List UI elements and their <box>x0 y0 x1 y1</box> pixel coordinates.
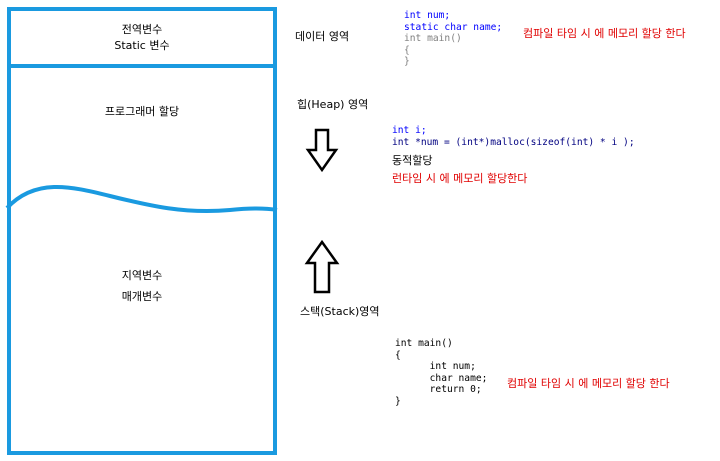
stack-region-label: 스택(Stack)영역 <box>300 305 380 318</box>
data-code-line: static char name; <box>404 21 503 33</box>
stack-code-line: int main() <box>395 338 453 349</box>
data-compile-time-note: 컴파일 타임 시 에 메모리 할당 한다 <box>523 27 686 40</box>
stack-code-block: int main() { int num; char name; return … <box>395 338 487 408</box>
heap-code-line: int i; <box>392 125 427 136</box>
programmer-alloc-label: 프로그래머 할당 <box>104 105 180 118</box>
stack-code-line: char name; <box>429 372 488 384</box>
data-code-line: int main() <box>404 33 462 45</box>
stack-code-line: return 0; <box>429 384 482 396</box>
heap-code-line: int *num = (int*)malloc(sizeof(int) * i … <box>392 136 635 148</box>
global-variable-label: 전역변수 <box>121 23 163 36</box>
stack-up-arrow-icon <box>304 239 340 294</box>
stack-code-line: } <box>395 395 401 407</box>
heap-runtime-note: 런타임 시 에 메모리 할당한다 <box>392 172 528 185</box>
data-code-block: int num; static char name; int main() { … <box>404 10 502 68</box>
data-code-line: { <box>404 44 410 56</box>
dynamic-alloc-label: 동적할당 <box>392 154 433 167</box>
parameter-variable-label: 매개변수 <box>121 290 163 303</box>
data-region-label: 데이터 영역 <box>295 30 350 43</box>
heap-region-label: 힙(Heap) 영역 <box>297 98 369 111</box>
heap-code-block: int i; int *num = (int*)malloc(sizeof(in… <box>392 125 635 148</box>
data-code-line: int num; <box>404 10 451 21</box>
stack-code-line: int num; <box>429 361 476 373</box>
local-variable-label: 지역변수 <box>121 269 163 282</box>
memory-block-outline <box>7 7 277 455</box>
heap-stack-boundary <box>5 184 278 214</box>
stack-code-line: { <box>395 349 401 361</box>
static-variable-label: Static 변수 <box>114 39 170 52</box>
stack-compile-time-note: 컴파일 타임 시 에 메모리 할당 한다 <box>507 377 670 390</box>
data-code-line: } <box>404 56 410 68</box>
heap-down-arrow-icon <box>305 128 339 173</box>
